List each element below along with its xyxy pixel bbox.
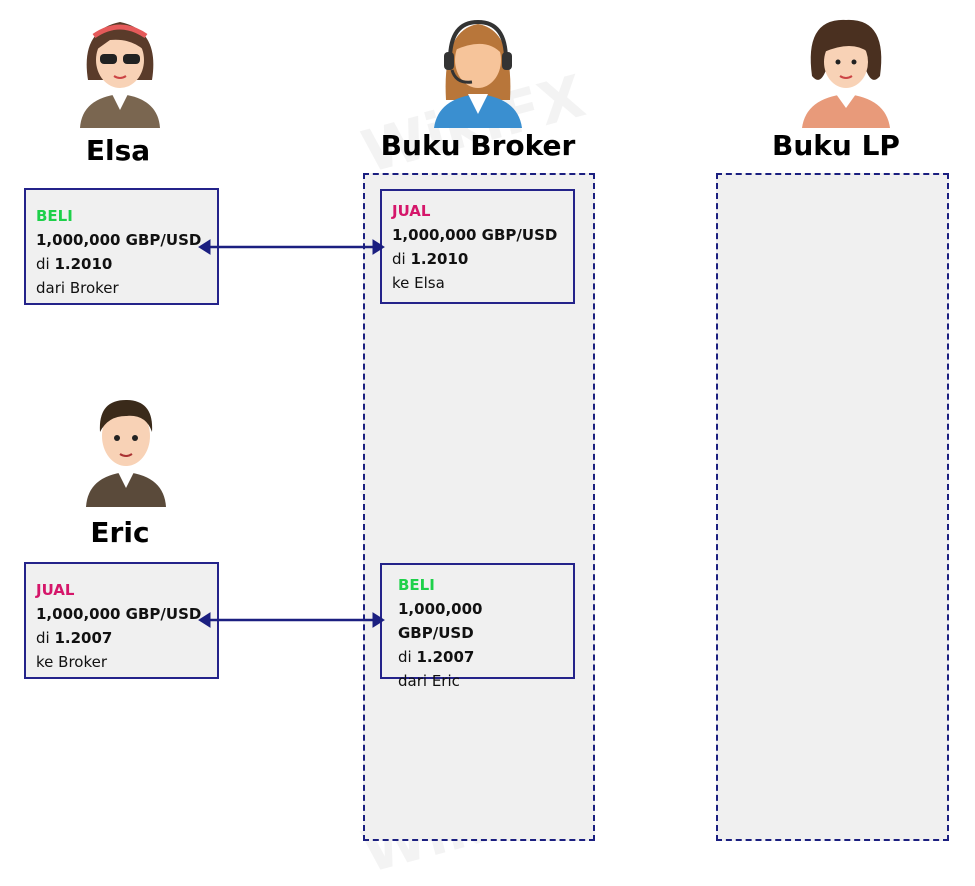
trade-action: BELI	[36, 207, 73, 225]
eric-name: Eric	[90, 516, 150, 549]
trade-at: di	[398, 648, 412, 666]
trade-price: 1.2010	[410, 250, 469, 268]
trade-at: di	[36, 255, 50, 273]
trade-at: di	[36, 629, 50, 647]
trade-amount: 1,000,000 GBP/USD	[36, 605, 202, 623]
lp-avatar-icon	[802, 19, 890, 128]
trade-price: 1.2007	[416, 648, 475, 666]
trade-price: 1.2007	[54, 629, 113, 647]
lp-book-title: Buku LP	[772, 129, 900, 162]
elsa-name: Elsa	[85, 134, 151, 167]
trade-price: 1.2010	[54, 255, 113, 273]
elsa-avatar-icon	[80, 22, 160, 128]
trade-party: dari Eric	[398, 672, 460, 690]
trade-party: ke Broker	[36, 653, 108, 671]
elsa-broker-arrow	[198, 239, 385, 255]
trade-amount: 1,000,000 GBP/USD	[392, 226, 558, 244]
trade-action: JUAL	[392, 202, 431, 220]
eric-avatar-icon	[86, 400, 166, 507]
broker-avatar-icon	[434, 19, 522, 128]
trade-amount: 1,000,000 GBP/USD	[36, 231, 202, 249]
trade-amount: 1,000,000 GBP/USD	[398, 600, 483, 642]
eric-trade-box: JUAL 1,000,000 GBP/USD di 1.2007 ke Brok…	[24, 562, 219, 679]
trade-action: BELI	[398, 576, 435, 594]
eric-broker-arrow	[198, 612, 385, 628]
trade-party: dari Broker	[36, 279, 119, 297]
broker-eric-trade-box: BELI 1,000,000 GBP/USD di 1.2007 dari Er…	[380, 563, 575, 690]
lp-book-column	[716, 173, 949, 841]
trade-action: JUAL	[36, 581, 75, 599]
trade-party: ke Elsa	[392, 274, 445, 292]
broker-book-title: Buku Broker	[380, 129, 576, 162]
trade-at: di	[392, 250, 406, 268]
